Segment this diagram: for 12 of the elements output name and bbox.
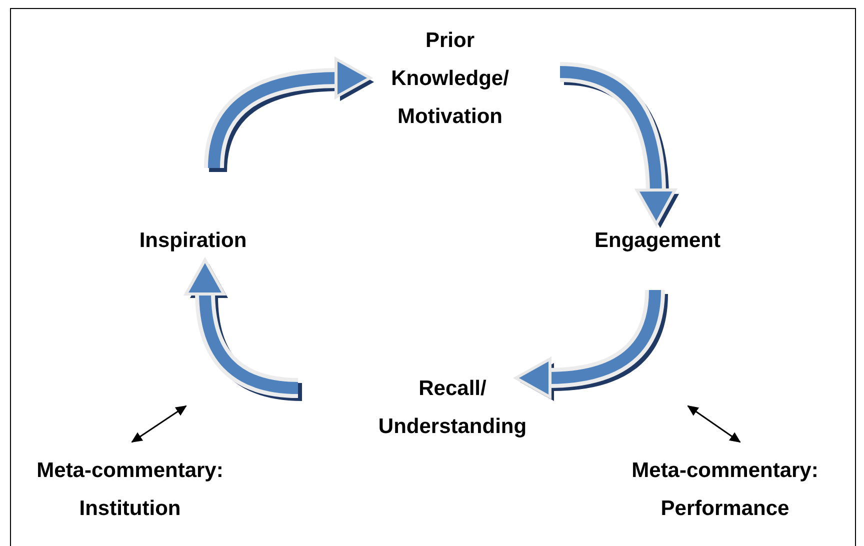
- curved-arrow: [514, 289, 668, 401]
- curved-arrow: [184, 258, 302, 401]
- node-label: Engagement: [594, 228, 721, 254]
- node-label: Meta-commentary: Performance: [630, 458, 820, 522]
- double-arrow: [687, 405, 741, 443]
- double-arrow: [131, 405, 187, 443]
- node-label: Inspiration: [139, 228, 247, 254]
- node-label: Recall/ Understanding: [377, 376, 528, 440]
- curved-arrow: [204, 58, 374, 173]
- curved-arrow: [559, 62, 679, 228]
- node-label: Prior Knowledge/ Motivation: [390, 28, 510, 130]
- node-label: Meta-commentary: Institution: [36, 458, 224, 522]
